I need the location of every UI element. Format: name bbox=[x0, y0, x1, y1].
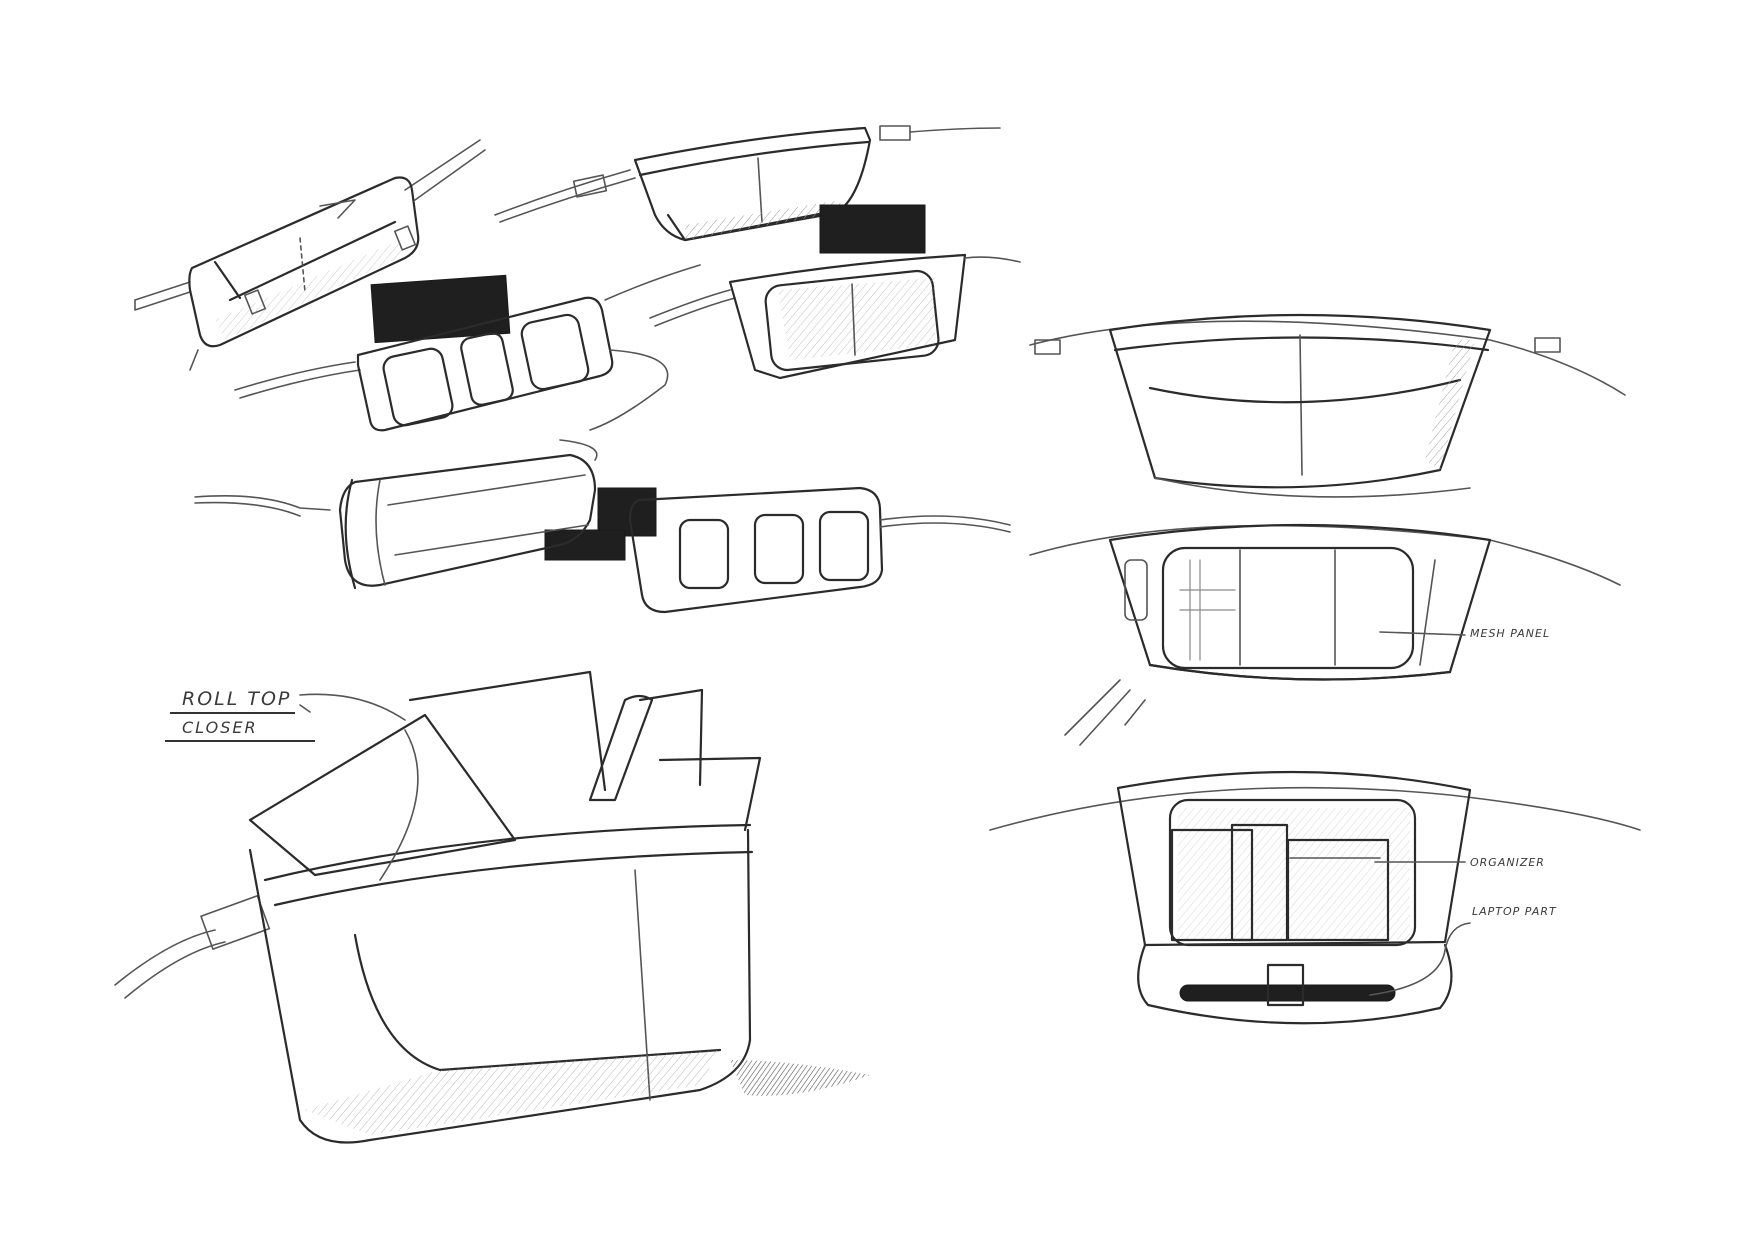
shadow-block-3 bbox=[597, 487, 657, 537]
shadow-block-2 bbox=[819, 204, 926, 254]
annotation-underline-2 bbox=[165, 740, 315, 742]
sketch-waist-bag-curved bbox=[494, 125, 1001, 242]
sketch-mesh-panel-view bbox=[1029, 523, 1621, 746]
sketch-two-pocket-panel bbox=[649, 253, 1021, 380]
annotation-roll-top: ROLL TOP bbox=[182, 688, 292, 710]
sketch-open-organizer bbox=[989, 770, 1641, 1025]
sketch-three-pocket-angled bbox=[234, 264, 701, 432]
annotation-mesh-panel: MESH PANEL bbox=[1470, 627, 1551, 640]
annotation-underline-1 bbox=[170, 712, 295, 714]
annotation-organizer: ORGANIZER bbox=[1470, 856, 1545, 869]
sketch-large-front-view bbox=[1029, 313, 1626, 498]
shadow-block-1 bbox=[370, 274, 511, 344]
sketch-roll-top-bag-perspective bbox=[114, 670, 870, 1144]
sketch-roll-bag-side bbox=[194, 439, 598, 590]
annotation-closer: CLOSER bbox=[182, 718, 258, 737]
sketch-sling-bag-angled bbox=[134, 139, 486, 371]
sketch-three-pocket-front bbox=[628, 486, 1011, 614]
annotation-laptop-part: LAPTOP PART bbox=[1472, 905, 1557, 918]
